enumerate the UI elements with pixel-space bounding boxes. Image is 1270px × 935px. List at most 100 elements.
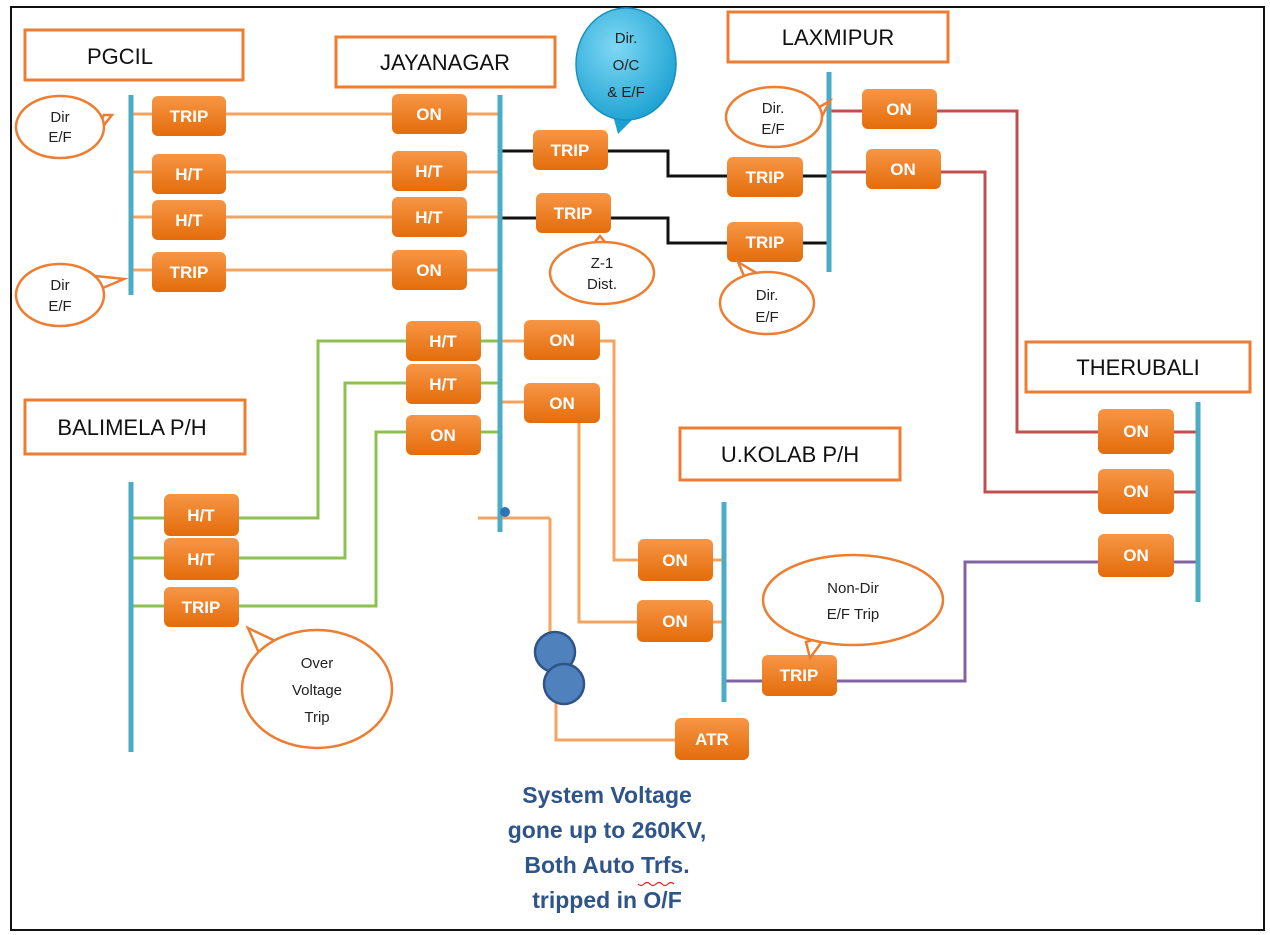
- station-therubali: THERUBALI: [1024, 340, 1252, 394]
- breaker-balimela-3[interactable]: TRIP: [164, 587, 239, 627]
- breaker-laxmipur-therubali-1[interactable]: ON: [862, 89, 937, 129]
- svg-text:Dir.: Dir.: [762, 100, 785, 117]
- svg-text:H/T: H/T: [187, 550, 215, 569]
- svg-text:ATR: ATR: [695, 730, 729, 749]
- svg-text:TRIP: TRIP: [780, 666, 819, 685]
- breaker-laxmipur-jayanagar-2[interactable]: TRIP: [727, 222, 803, 262]
- breaker-pgcil-4[interactable]: TRIP: [152, 252, 226, 292]
- svg-text:TRIP: TRIP: [554, 204, 593, 223]
- breaker-pgcil-2[interactable]: H/T: [152, 154, 226, 194]
- breaker-jayanagar-pgcil-2[interactable]: H/T: [392, 151, 467, 191]
- breaker-balimela-1[interactable]: H/T: [164, 494, 239, 536]
- callout-dir-oc-ef: Dir. O/C & E/F: [575, 7, 677, 134]
- station-label-jayanagar: JAYANAGAR: [380, 50, 510, 75]
- callout-laxmipur-bottom: Dir. E/F: [718, 258, 816, 336]
- svg-text:E/F: E/F: [761, 121, 784, 138]
- svg-text:TRIP: TRIP: [551, 141, 590, 160]
- svg-text:Dir.: Dir.: [615, 30, 638, 47]
- jayanagar-bus-tap-node: [500, 507, 510, 517]
- breaker-pgcil-3[interactable]: H/T: [152, 200, 226, 240]
- svg-text:TRIP: TRIP: [746, 233, 785, 252]
- breaker-ukolab-1[interactable]: ON: [638, 539, 713, 581]
- svg-text:E/F: E/F: [48, 129, 71, 146]
- svg-text:O/C: O/C: [613, 57, 640, 74]
- svg-text:ON: ON: [416, 261, 442, 280]
- spellcheck-underline: [637, 881, 675, 887]
- station-label-balimela: BALIMELA P/H: [57, 415, 206, 440]
- svg-text:& E/F: & E/F: [607, 84, 645, 101]
- svg-text:ON: ON: [1123, 422, 1149, 441]
- breaker-laxmipur-therubali-2[interactable]: ON: [866, 149, 941, 189]
- svg-text:TRIP: TRIP: [182, 598, 221, 617]
- svg-text:Non-Dir: Non-Dir: [827, 580, 879, 597]
- breaker-jayanagar-ukolab-1[interactable]: ON: [524, 320, 600, 360]
- svg-text:ON: ON: [1123, 546, 1149, 565]
- breaker-atr[interactable]: ATR: [675, 718, 749, 760]
- svg-text:H/T: H/T: [415, 208, 443, 227]
- breaker-ukolab-therubali[interactable]: TRIP: [762, 655, 837, 696]
- svg-text:ON: ON: [549, 394, 575, 413]
- svg-text:ON: ON: [430, 426, 456, 445]
- svg-text:TRIP: TRIP: [170, 107, 209, 126]
- callout-pgcil-top: Dir E/F: [14, 94, 115, 160]
- breaker-jayanagar-pgcil-1[interactable]: ON: [392, 94, 467, 134]
- svg-text:Dist.: Dist.: [587, 276, 617, 293]
- breaker-jayanagar-laxmipur-2[interactable]: TRIP: [536, 193, 611, 233]
- svg-text:H/T: H/T: [429, 375, 457, 394]
- svg-text:H/T: H/T: [429, 332, 457, 351]
- breaker-therubali-2[interactable]: ON: [1098, 469, 1174, 514]
- breaker-jayanagar-balimela-2[interactable]: H/T: [406, 364, 481, 404]
- svg-text:ON: ON: [1123, 482, 1149, 501]
- svg-text:Both Auto Trfs.: Both Auto Trfs.: [524, 852, 689, 878]
- station-jayanagar: JAYANAGAR: [334, 35, 557, 89]
- breaker-therubali-3[interactable]: ON: [1098, 534, 1174, 577]
- svg-text:Z-1: Z-1: [591, 255, 614, 272]
- atr-feed-line: [554, 690, 700, 742]
- breaker-jayanagar-pgcil-4[interactable]: ON: [392, 250, 467, 290]
- callout-non-dir-ef: Non-Dir E/F Trip: [761, 553, 945, 661]
- breaker-therubali-1[interactable]: ON: [1098, 409, 1174, 454]
- breaker-laxmipur-jayanagar-1[interactable]: TRIP: [727, 157, 803, 197]
- auto-transformer-symbol: [533, 630, 586, 706]
- svg-text:Dir.: Dir.: [756, 287, 779, 304]
- station-laxmipur: LAXMIPUR: [726, 10, 950, 64]
- station-pgcil: PGCIL: [23, 28, 245, 82]
- breaker-jayanagar-pgcil-3[interactable]: H/T: [392, 197, 467, 237]
- breaker-ukolab-2[interactable]: ON: [637, 600, 713, 642]
- svg-text:ON: ON: [416, 105, 442, 124]
- breaker-jayanagar-laxmipur-1[interactable]: TRIP: [533, 130, 608, 170]
- station-label-ukolab: U.KOLAB P/H: [721, 442, 859, 467]
- svg-text:E/F: E/F: [755, 309, 778, 326]
- svg-text:H/T: H/T: [415, 162, 443, 181]
- svg-text:Voltage: Voltage: [292, 682, 342, 699]
- svg-text:ON: ON: [662, 612, 688, 631]
- breaker-balimela-2[interactable]: H/T: [164, 538, 239, 580]
- callout-over-voltage: Over Voltage Trip: [240, 625, 394, 750]
- callout-z1-distance: Z-1 Dist.: [548, 234, 656, 306]
- svg-text:Dir: Dir: [50, 109, 69, 126]
- svg-text:ON: ON: [886, 100, 912, 119]
- callout-laxmipur-top: Dir. E/F: [724, 85, 834, 149]
- svg-text:Over: Over: [301, 655, 334, 672]
- svg-text:H/T: H/T: [187, 506, 215, 525]
- svg-text:tripped in O/F: tripped in O/F: [532, 887, 682, 913]
- line-ukolab-therubali: [724, 560, 1198, 683]
- breaker-pgcil-1[interactable]: TRIP: [152, 96, 226, 136]
- svg-text:System Voltage: System Voltage: [522, 782, 692, 808]
- station-label-therubali: THERUBALI: [1076, 355, 1199, 380]
- callout-pgcil-bottom: Dir E/F: [14, 262, 129, 328]
- breaker-jayanagar-balimela-1[interactable]: H/T: [406, 321, 481, 361]
- breaker-jayanagar-balimela-3[interactable]: ON: [406, 415, 481, 455]
- station-balimela: BALIMELA P/H: [23, 398, 247, 456]
- svg-text:H/T: H/T: [175, 165, 203, 184]
- svg-text:Trip: Trip: [304, 709, 329, 726]
- svg-text:TRIP: TRIP: [746, 168, 785, 187]
- svg-text:ON: ON: [662, 551, 688, 570]
- svg-text:ON: ON: [549, 331, 575, 350]
- svg-text:ON: ON: [890, 160, 916, 179]
- breaker-jayanagar-ukolab-2[interactable]: ON: [524, 383, 600, 423]
- station-ukolab: U.KOLAB P/H: [678, 426, 902, 482]
- svg-text:E/F Trip: E/F Trip: [827, 606, 880, 623]
- svg-text:TRIP: TRIP: [170, 263, 209, 282]
